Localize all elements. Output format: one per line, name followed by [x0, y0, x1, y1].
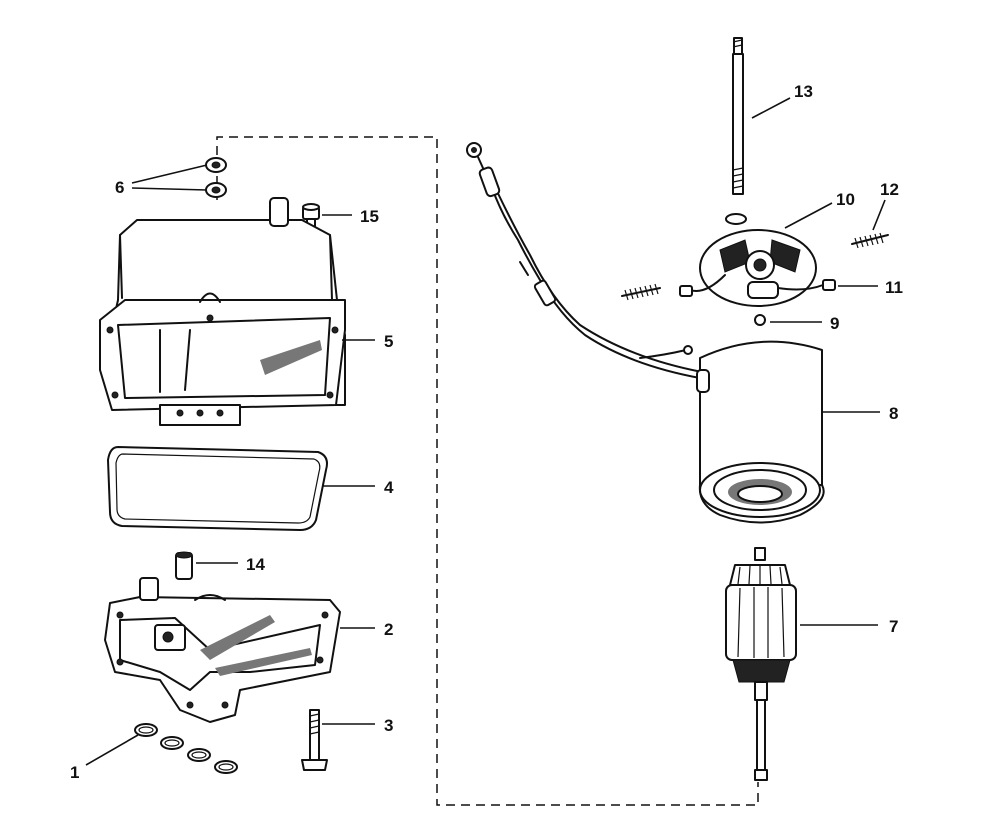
callout-11: 11 [885, 278, 903, 297]
callout-5: 5 [384, 332, 393, 351]
callout-6: 6 [115, 178, 124, 197]
part-8-motor-frame [696, 340, 825, 524]
part-10-brush-plate [699, 213, 817, 307]
part-7-armature [725, 547, 797, 781]
part-6-washers [205, 157, 227, 198]
callout-8: 8 [889, 404, 898, 423]
callout-4: 4 [384, 478, 394, 497]
part-2-base-housing [104, 577, 341, 723]
callout-12: 12 [880, 180, 899, 199]
callout-10: 10 [836, 190, 855, 209]
part-14-sleeve [175, 551, 193, 580]
part-12-spring [621, 232, 889, 301]
part-3-bolt [301, 709, 328, 771]
callout-3: 3 [384, 716, 393, 735]
assembly-dashed-line [216, 136, 759, 806]
part-11-connector [679, 274, 836, 297]
callout-1: 1 [70, 763, 79, 782]
callout-2: 2 [384, 620, 393, 639]
callout-13: 13 [794, 82, 813, 101]
callout-7: 7 [889, 617, 898, 636]
callout-9: 9 [830, 314, 839, 333]
callout-14: 14 [246, 555, 265, 574]
callout-labels: 1 2 3 4 5 6 7 8 9 10 11 12 13 14 15 [70, 82, 903, 782]
part-5-cover-housing [99, 197, 346, 426]
part-4-gasket [107, 446, 328, 531]
wire-harness [466, 142, 703, 379]
callout-15: 15 [360, 207, 379, 226]
leader-lines [85, 97, 886, 766]
part-1-o-rings [134, 723, 238, 774]
part-9-ball [754, 314, 766, 326]
part-13-through-bolt [732, 37, 744, 195]
